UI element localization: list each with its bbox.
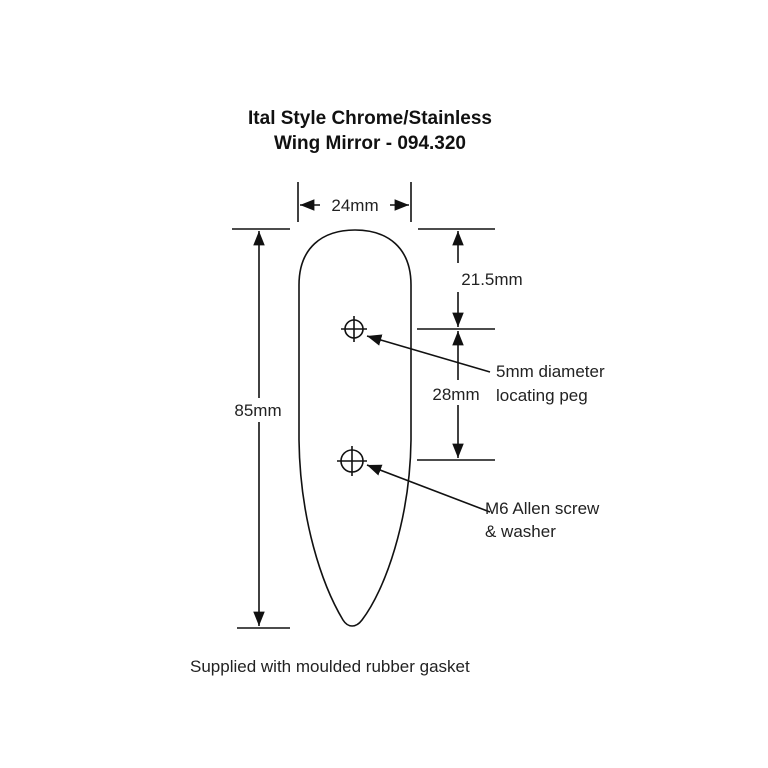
height-label: 85mm bbox=[234, 401, 281, 420]
caption: Supplied with moulded rubber gasket bbox=[190, 657, 470, 676]
screw-callout-line-2: & washer bbox=[485, 522, 556, 541]
width-label: 24mm bbox=[331, 196, 378, 215]
mirror-base-outline bbox=[298, 229, 412, 627]
peg-callout-line-2: locating peg bbox=[496, 386, 588, 405]
screw-callout-line-1: M6 Allen screw bbox=[485, 499, 600, 518]
screw-leader-arrow bbox=[366, 464, 491, 513]
locating-peg-hole-icon bbox=[341, 316, 367, 342]
title-line-2: Wing Mirror - 094.320 bbox=[274, 133, 466, 154]
peg-callout-line-1: 5mm diameter bbox=[496, 362, 605, 381]
peg-to-screw-label: 28mm bbox=[432, 385, 479, 404]
peg-leader-arrow bbox=[366, 334, 491, 373]
top-to-peg-label: 21.5mm bbox=[461, 270, 522, 289]
title-line-1: Ital Style Chrome/Stainless bbox=[248, 108, 492, 129]
screw-hole-icon bbox=[337, 446, 367, 476]
